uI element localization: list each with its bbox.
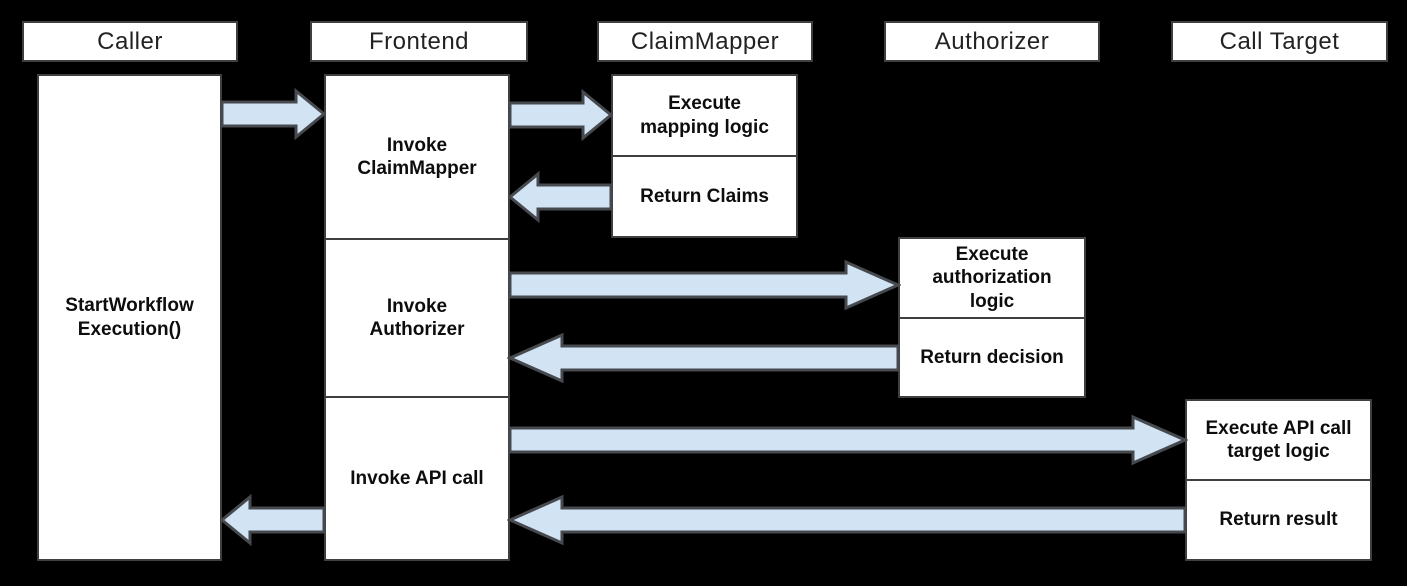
frontend-step-invoke-authorizer: Invoke Authorizer — [326, 238, 508, 396]
arrow-frontend-to-claimmapper-shape — [508, 89, 614, 141]
arrow-frontend-to-claimmapper-icon — [508, 89, 614, 141]
authorizer-step-execute-authorization-logic: Execute authorization logic — [932, 244, 1052, 312]
authorizer-activation-box: Execute authorization logic Return decis… — [898, 237, 1086, 398]
arrow-authorizer-to-frontend-shape — [507, 332, 900, 384]
frontend-step-invoke-api-call: Invoke API call — [326, 396, 508, 559]
arrow-call-target-to-frontend-icon — [507, 494, 1187, 546]
arrow-frontend-to-authorizer-shape — [508, 259, 901, 311]
frontend-step-invoke-claimmapper: Invoke ClaimMapper — [357, 134, 477, 179]
frontend-activation-box: Invoke ClaimMapper Invoke Authorizer Inv… — [324, 74, 510, 561]
arrow-frontend-to-call-target-shape — [508, 414, 1188, 466]
lane-header-authorizer: Authorizer — [884, 21, 1100, 62]
claimmapper-step-execute-mapping-logic: Execute mapping logic — [640, 93, 769, 138]
arrow-caller-to-frontend-shape — [220, 88, 327, 140]
arrow-frontend-to-call-target-icon — [508, 414, 1188, 466]
caller-activation-label: StartWorkflow Execution() — [65, 295, 194, 340]
arrow-authorizer-to-frontend-icon — [507, 332, 900, 384]
lane-header-caller-label: Caller — [97, 27, 163, 55]
lane-header-frontend-label: Frontend — [368, 27, 470, 55]
claimmapper-activation-box: Execute mapping logic Return Claims — [611, 74, 798, 238]
authorizer-step-return-decision: Return decision — [900, 317, 1084, 396]
lane-header-claimmapper: ClaimMapper — [597, 21, 813, 62]
lane-header-frontend: Frontend — [310, 21, 528, 62]
lane-header-authorizer-label: Authorizer — [934, 27, 1050, 55]
arrow-frontend-to-caller-shape — [219, 494, 326, 546]
arrow-claimmapper-to-frontend-icon — [507, 171, 613, 223]
call-target-activation-box: Execute API call target logic Return res… — [1185, 399, 1372, 561]
arrow-frontend-to-caller-icon — [219, 494, 326, 546]
arrow-claimmapper-to-frontend-shape — [507, 171, 613, 223]
lane-header-caller: Caller — [22, 21, 238, 62]
call-target-step-return-result: Return result — [1187, 479, 1370, 559]
call-target-step-execute-api-call-target-logic: Execute API call target logic — [1205, 417, 1352, 462]
lane-header-call-target-label: Call Target — [1219, 27, 1340, 55]
claimmapper-step-return-claims: Return Claims — [613, 155, 796, 236]
arrow-frontend-to-authorizer-icon — [508, 259, 901, 311]
lane-header-claimmapper-label: ClaimMapper — [630, 27, 780, 55]
arrow-caller-to-frontend-icon — [220, 88, 327, 140]
lane-header-call-target: Call Target — [1171, 21, 1388, 62]
arrow-call-target-to-frontend-shape — [507, 494, 1187, 546]
caller-activation-box: StartWorkflow Execution() — [37, 74, 222, 561]
